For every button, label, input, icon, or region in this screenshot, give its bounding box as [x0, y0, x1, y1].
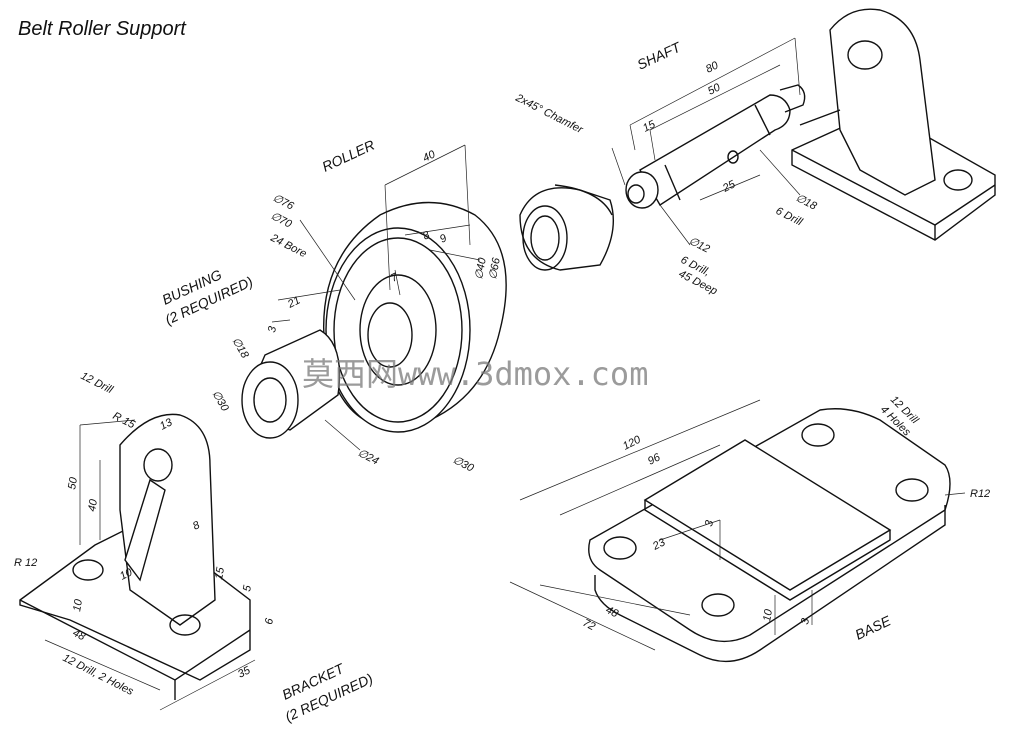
bracket-holes: 12 Drill, 2 Holes [61, 652, 136, 698]
base-dim-96: 96 [646, 451, 663, 468]
bracket-dim-35: 35 [236, 664, 253, 681]
roller-dia40: ∅40 [473, 256, 489, 280]
roller-dia70: ∅70 [269, 210, 295, 231]
base-dim-3b: 3 [799, 617, 812, 626]
base-dim-10: 10 [761, 608, 775, 623]
base-label: BASE [853, 612, 894, 643]
bracket-r15: R 15 [111, 410, 138, 432]
bushing-dim-21: 21 [285, 294, 302, 311]
watermark-text: 莫西网www.3dmox.com [302, 355, 648, 393]
roller-dia66: ∅66 [487, 256, 503, 280]
shaft-dim-15: 15 [641, 118, 658, 135]
base-r12: R12 [970, 488, 990, 500]
roller-dim-8: 8 [421, 229, 433, 243]
bushing-dim-3: 3 [266, 325, 279, 334]
bushing-dia18: ∅18 [229, 336, 251, 362]
shaft-part [611, 37, 806, 246]
roller-dim-7: 7 [389, 271, 401, 285]
shaft-dim-25: 25 [720, 178, 738, 195]
bracket-dim-40: 40 [86, 498, 100, 513]
bracket-dim-6: 6 [263, 617, 276, 626]
left-bushing [241, 289, 361, 451]
right-bushing [519, 184, 615, 271]
shaft-label: SHAFT [635, 38, 685, 73]
base-part [509, 399, 966, 663]
roller-dia30: ∅30 [451, 454, 477, 475]
shaft-dia18: ∅18 [794, 192, 820, 213]
drawing-title: Belt Roller Support [18, 18, 186, 40]
shaft-drill6: 6 Drill [774, 205, 805, 229]
bracket-dim-50: 50 [66, 476, 80, 491]
bushing-dia30: ∅30 [209, 389, 231, 415]
shaft-chamfer: 2x45° Chamfer [513, 92, 586, 137]
bracket-dim-15: 15 [213, 566, 227, 581]
shaft-dim-80: 80 [704, 59, 721, 76]
bracket-dim-5: 5 [241, 584, 254, 593]
base-dim-3a: 3 [703, 519, 716, 528]
base-dim-23: 23 [650, 536, 668, 553]
bracket-drill12: 12 Drill [79, 370, 115, 396]
roller-bore: 24 Bore [268, 232, 309, 261]
roller-dim-9: 9 [438, 232, 449, 245]
base-dim-72: 72 [581, 617, 597, 633]
top-bracket-view [791, 8, 996, 241]
bracket-r12: R 12 [14, 557, 37, 569]
bracket-dim-48: 48 [71, 627, 88, 644]
bracket-part [19, 413, 256, 711]
roller-dim-40: 40 [421, 148, 438, 165]
shaft-dia12: ∅12 [687, 235, 712, 256]
bushing-dia24: ∅24 [356, 447, 381, 468]
roller-part [299, 144, 507, 433]
bracket-dim-10b: 10 [71, 598, 85, 613]
roller-label: ROLLER [320, 137, 378, 175]
bracket-dim-8: 8 [191, 519, 203, 533]
